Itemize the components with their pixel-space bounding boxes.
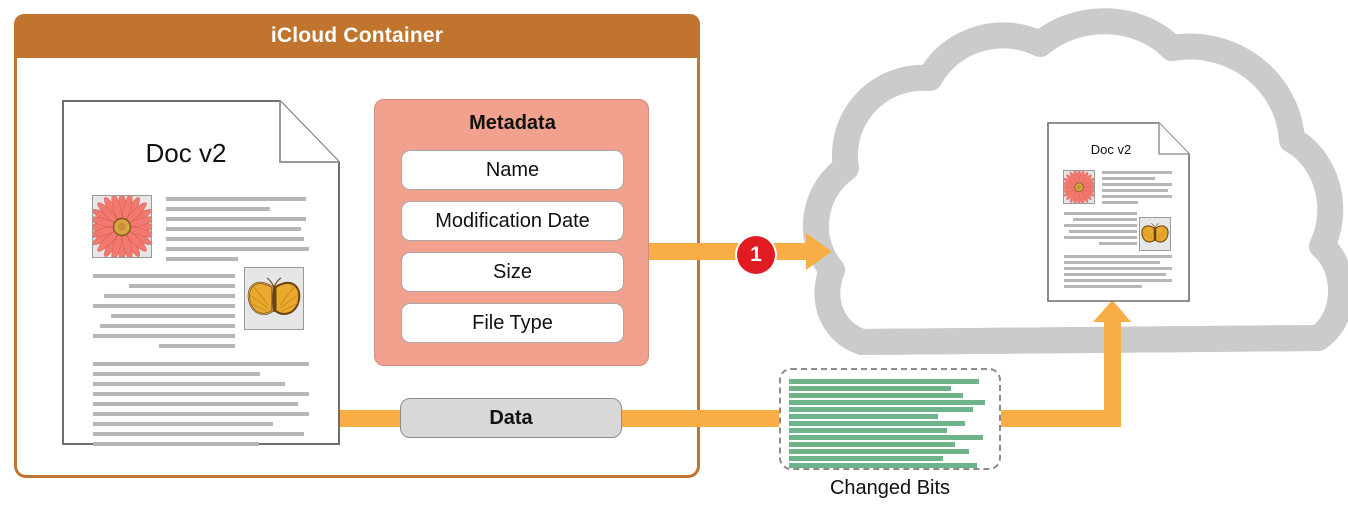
text-line (1064, 261, 1160, 264)
data-flow-arrowhead (1093, 300, 1131, 322)
text-line (93, 334, 235, 338)
text-line (1073, 218, 1137, 221)
metadata-item-modification-date[interactable]: Modification Date (401, 201, 624, 241)
butterfly-image (1139, 217, 1171, 251)
text-line (1064, 273, 1166, 276)
text-line (1102, 171, 1172, 174)
text-line (1064, 285, 1142, 288)
text-line (1102, 189, 1168, 192)
bit-line (789, 428, 947, 433)
document-title: Doc v2 (1090, 142, 1132, 157)
cloud-base (849, 325, 1331, 355)
data-flow-bar-right (999, 410, 1104, 427)
metadata-panel: Metadata Name Modification Date Size Fil… (374, 99, 649, 366)
text-line (93, 392, 309, 396)
text-line (166, 217, 306, 221)
page-fold (1158, 123, 1189, 155)
text-line (129, 284, 235, 288)
text-line (1102, 201, 1138, 204)
container-title: iCloud Container (270, 24, 444, 47)
flower-image (92, 195, 152, 258)
text-line (111, 314, 235, 318)
text-line (93, 412, 309, 416)
text-line (93, 422, 273, 426)
changed-bits-lines (789, 377, 991, 468)
butterfly-image (244, 267, 304, 330)
text-line (159, 344, 235, 348)
text-line (93, 402, 298, 406)
text-line (1102, 177, 1155, 180)
bit-line (789, 400, 985, 405)
text-line (166, 237, 304, 241)
bit-line (789, 414, 939, 419)
bit-line (789, 421, 965, 426)
text-line (1064, 267, 1172, 270)
bit-line (789, 449, 969, 454)
text-line (1102, 183, 1172, 186)
text-line (93, 382, 285, 386)
bit-line (789, 379, 979, 384)
text-line (1064, 224, 1137, 227)
metadata-item-size[interactable]: Size (401, 252, 624, 292)
metadata-item-list: Name Modification Date Size File Type (401, 150, 624, 343)
text-line (166, 257, 238, 261)
metadata-title: Metadata (469, 112, 556, 134)
text-line (1099, 242, 1137, 245)
metadata-item-name[interactable]: Name (401, 150, 624, 190)
text-line (100, 324, 235, 328)
data-pill[interactable]: Data (400, 398, 622, 438)
step-badge-1: 1 (737, 236, 775, 274)
icloud-container-header: iCloud Container (14, 14, 700, 58)
text-line (166, 197, 306, 201)
local-document: Doc v2 (62, 100, 340, 446)
cloud-document: Doc v2 (1047, 122, 1190, 302)
text-line (93, 274, 235, 278)
text-line (1064, 279, 1172, 282)
text-line (1102, 195, 1172, 198)
text-line (1064, 236, 1137, 239)
flower-graphic (93, 196, 151, 257)
text-line (93, 432, 304, 436)
butterfly-graphic (247, 277, 301, 315)
metadata-item-file-type[interactable]: File Type (401, 303, 624, 343)
text-line (166, 227, 301, 231)
text-line (166, 247, 309, 251)
bit-line (789, 463, 977, 468)
text-line (1064, 255, 1172, 258)
bit-line (789, 442, 955, 447)
text-line (93, 372, 260, 376)
page-outline (62, 100, 340, 445)
flower-image (1063, 170, 1095, 204)
changed-bits-caption: Changed Bits (829, 477, 951, 499)
data-flow-bar-vertical (1104, 322, 1121, 427)
bit-line (789, 435, 983, 440)
bit-line (789, 386, 951, 391)
bit-line (789, 407, 973, 412)
text-line (1069, 230, 1137, 233)
text-line (1064, 212, 1137, 215)
metadata-flow-bar-2 (770, 243, 808, 260)
text-line (93, 362, 309, 366)
butterfly-graphic (1141, 223, 1169, 243)
flower-graphic (1064, 171, 1094, 203)
bit-line (789, 393, 963, 398)
bit-line (789, 456, 943, 461)
changed-bits-box (779, 368, 1001, 470)
text-line (93, 304, 235, 308)
text-line (166, 207, 270, 211)
metadata-flow-arrowhead (806, 233, 832, 270)
text-line (104, 294, 235, 298)
page-fold (279, 101, 339, 163)
document-title: Doc v2 (145, 138, 227, 168)
text-line (93, 442, 259, 446)
document-page-shape (62, 100, 340, 445)
